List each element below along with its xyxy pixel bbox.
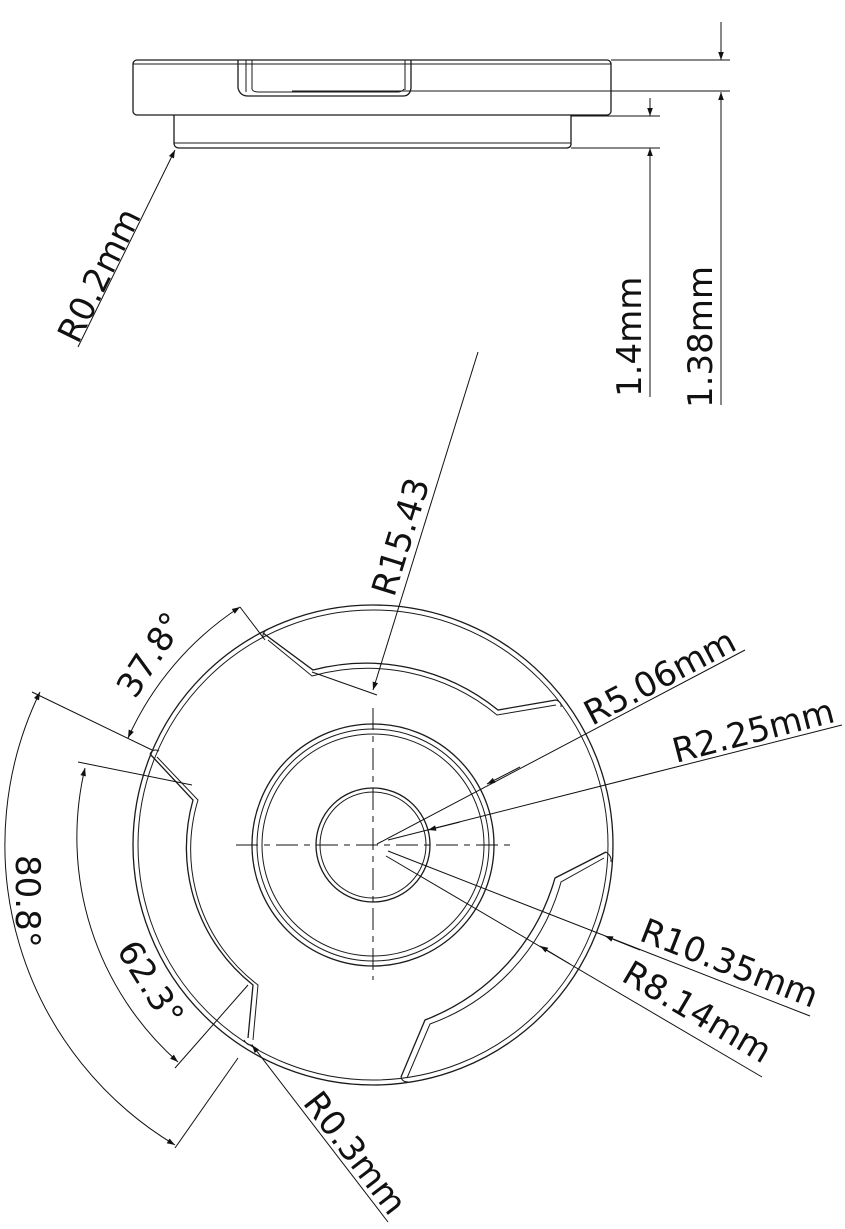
slot-top [262,628,562,716]
dim-label-corner-radius: R0.3mm [295,1084,414,1223]
leader-fillet [77,149,176,348]
top-view: R15.43 R5.06mm R2.25mm R10.35mm R8.14mm … [4,351,843,1223]
dim-label-step-height: 1.4mm [610,277,650,397]
dim-label-angle-slot-entry: 37.8° [109,605,193,705]
plate-outline [132,59,612,116]
leader-slot-inner-radius [385,855,763,1078]
dim-label-ring-radius: R5.06mm [578,621,743,734]
leader-corner-radius [251,1044,389,1223]
lower-step [173,115,572,149]
groove [237,60,412,97]
leader-ring-radius [376,649,746,845]
leader-outer-radius [372,351,479,691]
dim-label-plate-thickness: 1.38mm [681,266,721,408]
dim-label-angle-total: 80.8° [7,855,47,948]
dim-label-hub-radius: R2.25mm [668,692,838,772]
side-view: 1.38mm 1.4mm R0.2mm [50,22,730,408]
leader-hub-radius [387,724,843,841]
dim-label-fillet-radius: R0.2mm [50,202,149,349]
angle-arc-62-3 [76,767,179,1063]
angle-arc-80-8 [4,691,176,1146]
slot-bottom-right [400,851,612,1083]
leader-slot-outer-radius [387,850,811,1017]
dim-label-outer-radius: R15.43 [364,473,438,600]
dim-label-angle-slot-arc: 62.3° [108,934,191,1034]
